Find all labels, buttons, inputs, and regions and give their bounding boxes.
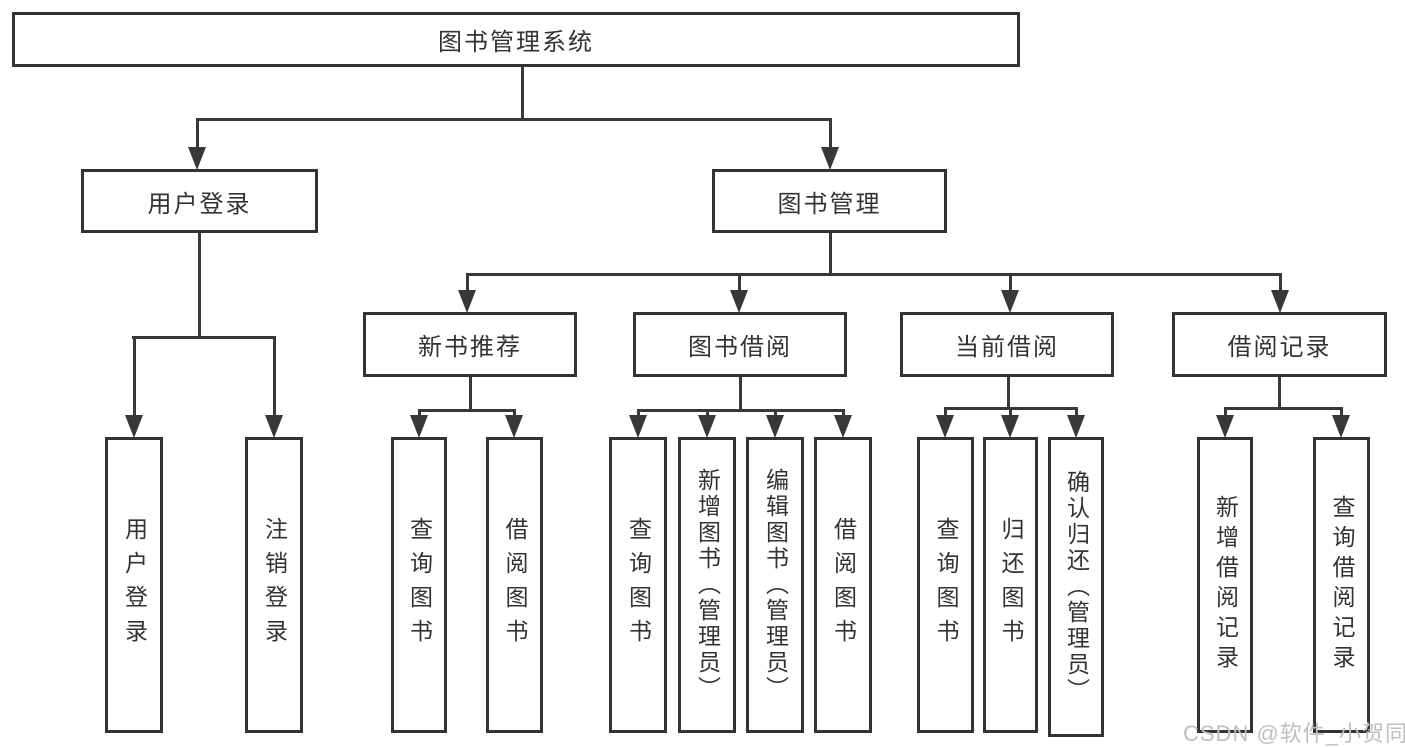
csdn-watermark: CSDN @软件_小贺同学	[1183, 721, 1405, 746]
arrow-down-icon	[936, 415, 954, 438]
connector-new-book-rail	[418, 409, 516, 412]
leaf-borrow-books-borrow: 借阅图书	[814, 437, 872, 733]
node-book-borrow-label: 图书借阅	[688, 334, 792, 361]
arrow-down-icon	[629, 415, 647, 438]
arrow-down-icon	[458, 290, 476, 313]
connector-user-login-stub	[198, 233, 201, 336]
connector-arrow-shaft	[273, 336, 276, 415]
node-borrow-records: 借阅记录	[1172, 312, 1387, 377]
node-book-borrow: 图书借阅	[633, 312, 847, 377]
connector-book-borrow-rail	[637, 409, 845, 412]
arrow-down-icon	[125, 415, 143, 438]
connector-arrow-shaft	[1009, 273, 1012, 290]
node-root: 图书管理系统	[12, 12, 1020, 67]
arrow-down-icon	[410, 415, 428, 438]
connector-arrow-shaft	[1224, 407, 1227, 415]
leaf-query-books-recommend: 查询图书	[391, 437, 447, 733]
connector-arrow-shaft	[1279, 273, 1282, 290]
connector-arrow-shaft	[1340, 407, 1343, 415]
connector-borrow-records-rail	[1224, 407, 1343, 410]
connector-arrow-shaft	[842, 409, 845, 415]
node-new-book-recommend-label: 新书推荐	[418, 334, 522, 361]
connector-book-borrow-stub	[739, 377, 742, 409]
leaf-query-books-borrow: 查询图书	[609, 437, 667, 733]
connector-arrow-shaft	[418, 409, 421, 415]
connector-arrow-shaft	[513, 409, 516, 415]
connector-arrow-shaft	[706, 409, 709, 415]
node-borrow-records-label: 借阅记录	[1227, 334, 1332, 361]
node-book-management: 图书管理	[712, 169, 947, 233]
arrow-down-icon	[265, 415, 283, 438]
connector-arrow-shaft	[774, 409, 777, 415]
arrow-down-icon	[821, 147, 839, 170]
leaf-logout: 注销登录	[245, 437, 303, 733]
connector-current-borrow-stub	[1007, 377, 1010, 407]
arrow-down-icon	[1271, 290, 1289, 313]
node-new-book-recommend: 新书推荐	[363, 312, 577, 377]
arrow-down-icon	[1216, 415, 1234, 438]
connector-arrow-shaft	[829, 118, 832, 147]
arrow-down-icon	[766, 415, 784, 438]
connector-arrow-shaft	[466, 273, 469, 290]
connector-user-login-rail	[132, 336, 275, 339]
arrow-down-icon	[1067, 415, 1085, 438]
arrow-down-icon	[1001, 415, 1019, 438]
connector-borrow-records-stub	[1278, 377, 1281, 407]
arrow-down-icon	[730, 290, 748, 313]
arrow-down-icon	[1332, 415, 1350, 438]
leaf-return-book: 归还图书	[983, 437, 1038, 733]
connector-arrow-shaft	[1009, 407, 1012, 415]
leaf-borrow-books-recommend: 借阅图书	[486, 437, 543, 733]
connector-root-stub	[521, 67, 524, 118]
leaf-user-login: 用户登录	[105, 437, 163, 733]
connector-level2-rail	[196, 118, 831, 121]
node-user-login-label: 用户登录	[147, 190, 252, 218]
leaf-query-borrow-record: 查询借阅记录	[1313, 437, 1370, 733]
connector-level3-rail	[466, 273, 1282, 276]
leaf-confirm-return-admin: 确认归还（管理员）	[1048, 437, 1104, 737]
connector-arrow-shaft	[1075, 407, 1078, 415]
leaf-edit-book-admin: 编辑图书（管理员）	[746, 437, 804, 733]
connector-arrow-shaft	[196, 118, 199, 147]
node-root-label: 图书管理系统	[438, 29, 594, 56]
arrow-down-icon	[698, 415, 716, 438]
node-current-borrow-label: 当前借阅	[955, 334, 1059, 361]
connector-new-book-stub	[469, 377, 472, 409]
connector-arrow-shaft	[738, 273, 741, 290]
leaf-add-borrow-record: 新增借阅记录	[1197, 437, 1253, 733]
arrow-down-icon	[188, 147, 206, 170]
node-current-borrow: 当前借阅	[900, 312, 1114, 377]
arrow-down-icon	[1001, 290, 1019, 313]
connector-arrow-shaft	[637, 409, 640, 415]
connector-arrow-shaft	[133, 336, 136, 415]
leaf-query-books-current: 查询图书	[917, 437, 974, 733]
arrow-down-icon	[505, 415, 523, 438]
node-book-management-label: 图书管理	[777, 190, 882, 218]
node-user-login: 用户登录	[81, 169, 318, 233]
arrow-down-icon	[834, 415, 852, 438]
connector-book-management-stub	[829, 233, 832, 273]
leaf-add-book-admin: 新增图书（管理员）	[678, 437, 736, 733]
connector-arrow-shaft	[944, 407, 947, 415]
